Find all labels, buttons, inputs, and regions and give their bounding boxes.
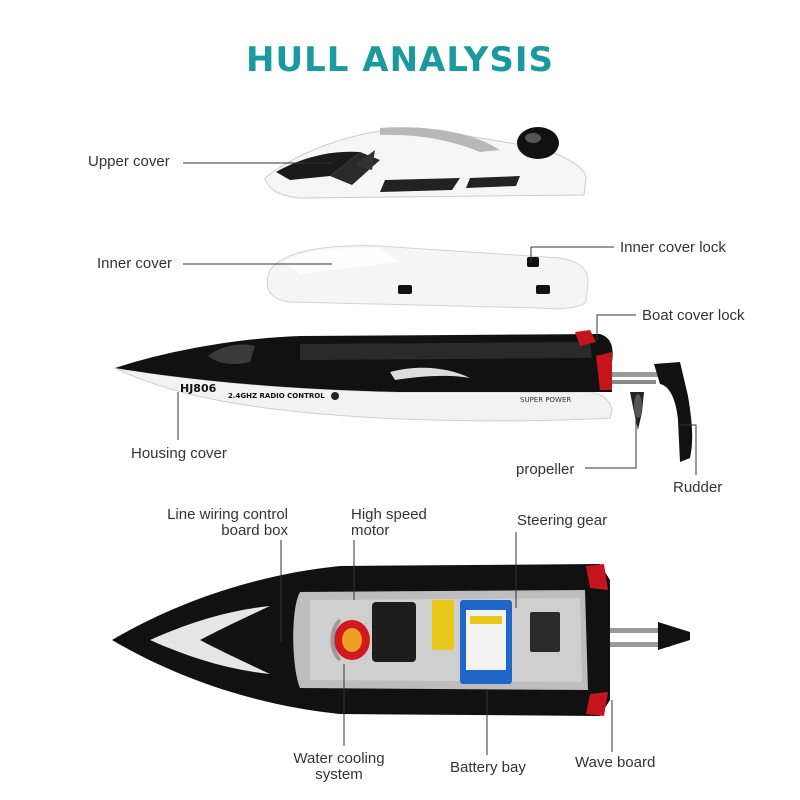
- hull-model-text: HJ806: [180, 382, 217, 395]
- upper-cover-illustration: [264, 127, 587, 199]
- label-boat-cover-lock: Boat cover lock: [642, 307, 745, 324]
- label-inner-cover: Inner cover: [97, 255, 173, 272]
- label-steering-gear: Steering gear: [517, 512, 608, 529]
- leader-lines: [177, 162, 697, 755]
- hull-radio-text: 2.4GHZ RADIO CONTROL: [228, 392, 325, 400]
- label-high-speed-line1: High speed: [351, 506, 427, 523]
- label-high-speed-motor: High speed motor: [351, 507, 427, 539]
- leader-boat-cover-lock: [596, 314, 636, 340]
- label-battery-bay: Battery bay: [450, 759, 526, 776]
- label-rudder: Rudder: [673, 479, 723, 496]
- label-upper-cover: Upper cover: [88, 153, 170, 170]
- leader-inner-cover-lock: [530, 246, 614, 262]
- leader-propeller: [585, 418, 637, 469]
- label-line-wiring-control: Line wiring control board box: [150, 507, 288, 539]
- label-propeller: propeller: [516, 461, 575, 478]
- housing-boat-illustration: HJ806 2.4GHZ RADIO CONTROL SUPER POWER: [114, 330, 693, 462]
- label-water-cooling-line1: Water cooling: [293, 750, 385, 767]
- label-inner-cover-lock: Inner cover lock: [620, 239, 726, 256]
- label-water-cooling-line2: system: [315, 766, 363, 783]
- leader-rudder: [680, 424, 697, 475]
- label-water-cooling-system: Water cooling system: [284, 751, 394, 783]
- page-title: HULL ANALYSIS: [246, 40, 554, 80]
- label-high-speed-line2: motor: [351, 522, 390, 539]
- hull-power-text: SUPER POWER: [520, 396, 571, 404]
- top-view-boat-illustration: [112, 564, 690, 716]
- label-wave-board: Wave board: [575, 754, 656, 771]
- inner-cover-illustration: [266, 245, 589, 310]
- label-line-wiring-line2: board box: [221, 522, 288, 539]
- label-line-wiring-line1: Line wiring control: [167, 506, 288, 523]
- label-housing-cover: Housing cover: [131, 445, 227, 462]
